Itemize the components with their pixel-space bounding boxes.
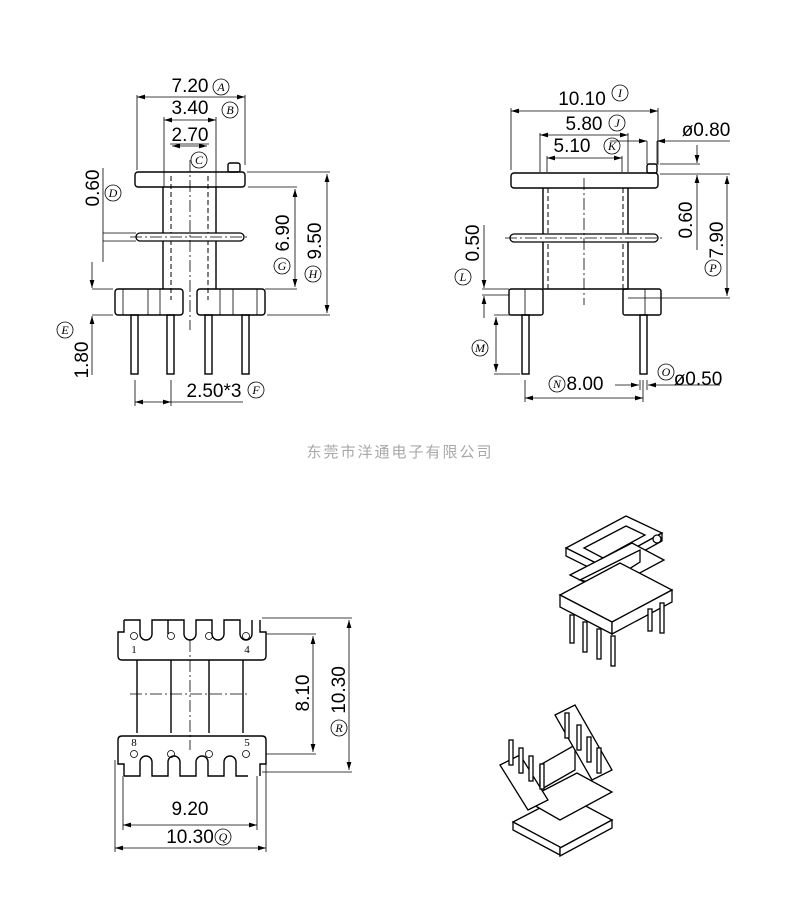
letter-R: R bbox=[334, 721, 343, 735]
bottom-view: 1 4 8 5 8.10 10.30 9.20 10.30 bbox=[114, 617, 352, 852]
letter-D: D bbox=[108, 186, 118, 200]
letter-J: J bbox=[614, 116, 620, 130]
dim-K: 5.10 bbox=[554, 136, 591, 157]
letter-M: M bbox=[474, 341, 486, 355]
reference-letters: A B C D E F G H I J K L M N O P Q R bbox=[56, 78, 722, 846]
letter-A: A bbox=[216, 80, 225, 94]
dim-G: 6.90 bbox=[273, 215, 294, 252]
dim-J: 5.80 bbox=[566, 114, 603, 135]
dim-inner-width: 9.20 bbox=[172, 799, 209, 820]
letter-Q: Q bbox=[219, 830, 228, 844]
letter-G: G bbox=[278, 259, 287, 273]
letter-P: P bbox=[708, 261, 717, 275]
dim-R: 10.30 bbox=[329, 666, 350, 714]
dim-Q: 10.30 bbox=[166, 827, 214, 848]
letter-I: I bbox=[617, 86, 623, 100]
dim-F: 2.50*3 bbox=[187, 381, 242, 402]
dim-A: 7.20 bbox=[172, 76, 209, 97]
letter-B: B bbox=[226, 103, 234, 117]
dim-pin-top-dia: ø0.80 bbox=[682, 120, 731, 141]
letter-H: H bbox=[308, 267, 319, 281]
letter-K: K bbox=[607, 139, 617, 153]
dim-I: 10.10 bbox=[558, 89, 606, 110]
letter-C: C bbox=[195, 153, 204, 167]
pin-label-5: 5 bbox=[244, 737, 250, 749]
letter-O: O bbox=[662, 365, 671, 379]
dim-L: 0.50 bbox=[463, 225, 484, 262]
dim-top-flange: 0.60 bbox=[676, 202, 697, 239]
pin-label-4: 4 bbox=[244, 644, 250, 656]
isometric-view-assembled bbox=[499, 704, 614, 858]
dim-N: 8.00 bbox=[567, 374, 604, 395]
dim-C: 2.70 bbox=[172, 125, 209, 146]
side-view: 10.10 5.80 5.10 ø0.80 0.60 7.90 0.50 8.0… bbox=[463, 89, 730, 402]
dim-O: ø0.50 bbox=[674, 369, 723, 390]
company-name: 东莞市洋通电子有限公司 bbox=[306, 443, 493, 461]
isometric-view-exploded bbox=[558, 515, 674, 667]
letter-F: F bbox=[251, 383, 260, 397]
dim-D: 0.60 bbox=[83, 170, 104, 207]
dim-H: 9.50 bbox=[305, 223, 326, 260]
letter-E: E bbox=[60, 323, 69, 337]
letter-N: N bbox=[552, 377, 562, 391]
dim-E: 1.80 bbox=[72, 342, 93, 379]
dim-inner: 8.10 bbox=[293, 675, 314, 712]
letter-L: L bbox=[459, 270, 467, 284]
pin-label-8: 8 bbox=[131, 737, 137, 749]
dim-P: 7.90 bbox=[707, 222, 728, 259]
pin-label-1: 1 bbox=[131, 644, 137, 656]
dim-B: 3.40 bbox=[172, 98, 209, 119]
front-view: 7.20 3.40 2.70 0.60 6.90 9.50 1.80 2.50*… bbox=[72, 76, 330, 406]
